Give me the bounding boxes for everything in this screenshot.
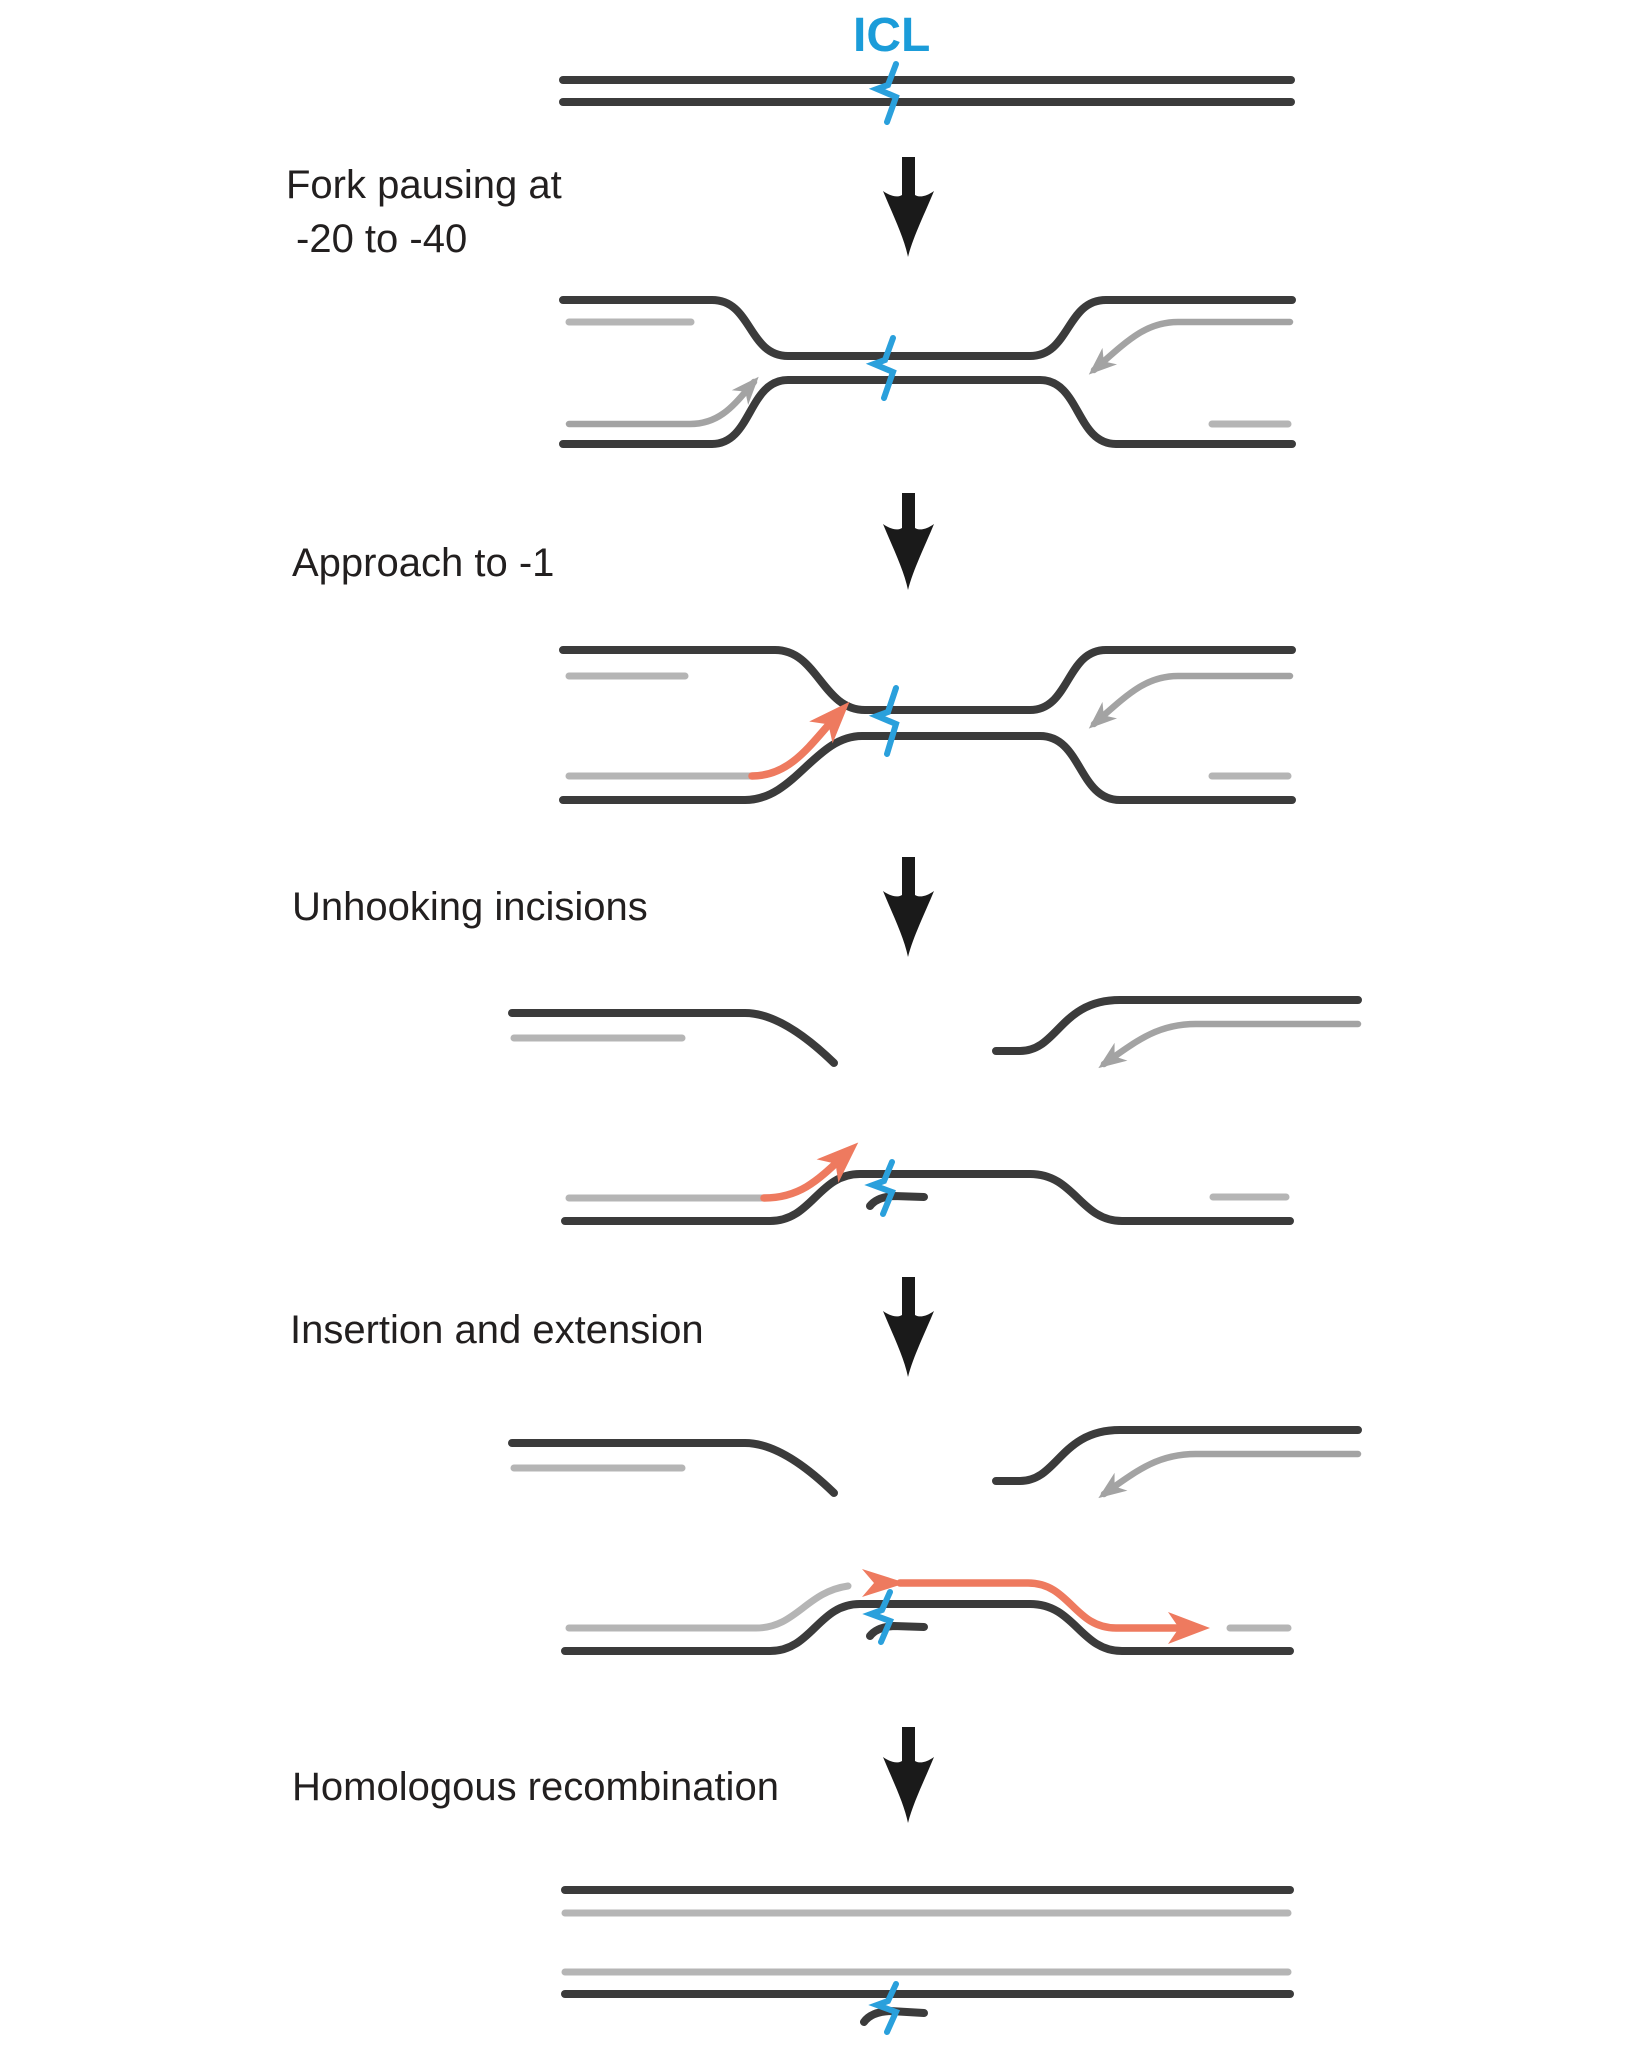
stage-label-fork-pausing: Fork pausing at -20 to -40 [286, 158, 562, 266]
down-arrow-icon [883, 493, 934, 590]
parental-strand-top [559, 646, 1296, 714]
rightward-fork-nascent-arrow [1098, 1020, 1362, 1069]
insertion-extension-diagram [508, 1426, 1362, 1655]
translesion-extension-arrow [896, 1579, 1210, 1644]
lightning-zigzag-icon [868, 1981, 901, 2035]
incised-strand-left-fragment [508, 1439, 838, 1497]
parental-strand-bottom [559, 732, 1296, 804]
approach-diagram [559, 646, 1296, 804]
initial-duplex-diagram [559, 61, 1295, 125]
lightning-zigzag-icon [864, 1159, 896, 1217]
down-arrow-icon [883, 157, 934, 257]
intact-strand-with-adduct [561, 1170, 1294, 1225]
recombined-duplexes-diagram [561, 1886, 1294, 2035]
lightning-zigzag-icon [868, 61, 900, 125]
lightning-zigzag-icon [868, 685, 900, 757]
lightning-zigzag-icon [865, 335, 897, 401]
unhooking-incisions-diagram [508, 996, 1362, 1225]
unhooked-oligo-stub [866, 1621, 928, 1640]
incised-strand-right-fragment [992, 1426, 1362, 1485]
stage-label-unhooking: Unhooking incisions [292, 885, 648, 929]
stage-label-line: Fork pausing at [286, 163, 562, 207]
stage-label-insertion: Insertion and extension [290, 1308, 704, 1352]
stage-label-line: -20 to -40 [296, 217, 468, 261]
parental-strand-bottom [559, 376, 1296, 448]
lightning-zigzag-icon [862, 1589, 895, 1645]
incised-strand-left-fragment [508, 1009, 838, 1067]
leading-strand-extension-arrow [748, 701, 850, 780]
fork-pausing-diagram [559, 296, 1296, 448]
leading-strand-extension-arrow [760, 1142, 859, 1202]
insertion-arrowhead-icon [862, 1569, 906, 1597]
incised-strand-right-fragment [992, 996, 1362, 1055]
down-arrow-icon [883, 1277, 934, 1377]
leftward-fork-nascent-arrow [565, 376, 759, 428]
unhooked-oligo-stub [866, 1191, 928, 1210]
template-strand-with-adduct [561, 1600, 1294, 1655]
rightward-fork-nascent-arrow [1088, 318, 1294, 375]
stage-label-homologous-recombination: Homologous recombination [292, 1765, 779, 1809]
nascent-strand [565, 1582, 852, 1632]
rightward-fork-nascent-arrow [1098, 1450, 1362, 1499]
down-arrow-icon [883, 857, 934, 957]
down-arrow-icon [883, 1727, 934, 1823]
icl-label: ICL [853, 9, 931, 62]
stage-label-approach: Approach to -1 [292, 541, 555, 585]
rightward-fork-nascent-arrow [1088, 672, 1294, 729]
parental-strand-top [559, 296, 1296, 360]
